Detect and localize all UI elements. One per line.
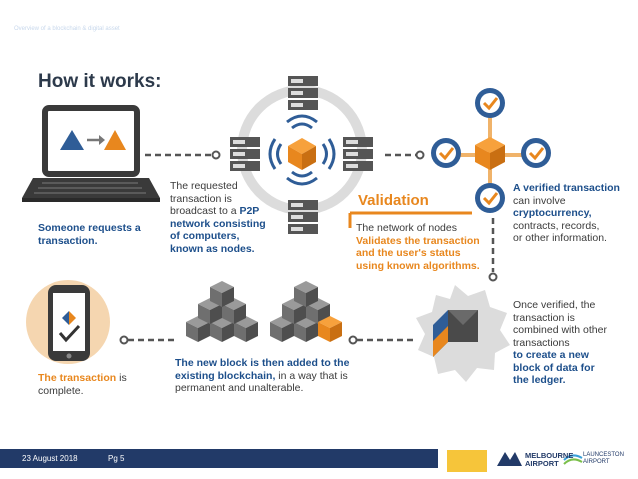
chain-cube-face (210, 322, 222, 342)
server-icon-left (230, 137, 260, 171)
chain-cube-face (186, 322, 198, 342)
chain-cube-face (198, 322, 210, 342)
server-icon-top (288, 76, 318, 110)
chain-cube-face (222, 304, 234, 324)
chain-cube-face (270, 322, 282, 342)
blockchain-icon (186, 281, 342, 342)
combined-block-badge (416, 285, 510, 382)
connector-node-1 (211, 150, 221, 160)
check-icon-top (475, 88, 505, 118)
footer-page-number: Pg 5 (108, 454, 125, 463)
chain-cube-face (210, 287, 222, 307)
check-icon-left (431, 138, 461, 168)
phone-icon (26, 280, 110, 364)
validation-heading: Validation (358, 192, 429, 209)
chain-cube-face (306, 322, 318, 342)
melbourne-airport-logo: MELBOURNE AIRPORT (525, 451, 574, 468)
check-icon-bottom (475, 183, 505, 213)
step-validation-text: The network of nodes Validates the trans… (356, 222, 480, 272)
chain-cube-face (330, 322, 342, 342)
chain-cube-face (234, 304, 246, 324)
step-request-text: Someone requests a transaction. (38, 222, 141, 247)
launceston-airport-logo: LAUNCESTON AIRPORT (583, 452, 624, 465)
chain-cube-face (282, 322, 294, 342)
chain-cube-face (294, 322, 306, 342)
chain-cube-face (282, 304, 294, 324)
footer-bar (0, 449, 438, 468)
chain-cube-face (294, 287, 306, 307)
laptop-icon (22, 105, 160, 202)
step-broadcast-text: The requested transaction is broadcast t… (170, 180, 266, 255)
connector-node-2 (415, 150, 425, 160)
top-bar (0, 0, 638, 40)
launceston-airport-logo-mark (563, 454, 583, 465)
chain-cube-face (222, 287, 234, 307)
chain-cube-face (318, 322, 330, 342)
chain-cube-face (306, 287, 318, 307)
check-icon-right (521, 138, 551, 168)
chain-cube-face (222, 322, 234, 342)
chain-cube-face (234, 322, 246, 342)
footer-date: 23 August 2018 (22, 454, 78, 463)
connector-node-5 (119, 335, 129, 345)
melbourne-airport-logo-mark (497, 452, 522, 466)
node-network (230, 76, 373, 234)
chain-cube-face (246, 322, 258, 342)
step-verified-text: A verified transaction can involve crypt… (513, 182, 620, 244)
step-added-text: The new block is then added to the exist… (175, 357, 350, 394)
chain-cube-face (294, 304, 306, 324)
page-title: How it works: (38, 71, 162, 92)
connector-node-3 (488, 272, 498, 282)
chain-cube-face (306, 304, 318, 324)
step-combined-text: Once verified, the transaction is combin… (513, 299, 607, 386)
step-complete-text: The transaction is complete. (38, 372, 127, 397)
connector-node-4 (348, 335, 358, 345)
server-icon-right (343, 137, 373, 171)
block-cube-icon-verified (475, 137, 505, 170)
verified-cluster (431, 88, 551, 213)
header-faint-text: Overview of a blockchain & digital asset (14, 26, 120, 32)
chain-cube-face (198, 304, 210, 324)
server-icon-bottom (288, 200, 318, 234)
block-cube-icon (288, 138, 316, 170)
signal-icon (268, 114, 336, 186)
partner-logo-badge (447, 450, 487, 472)
chain-cube-face (210, 304, 222, 324)
